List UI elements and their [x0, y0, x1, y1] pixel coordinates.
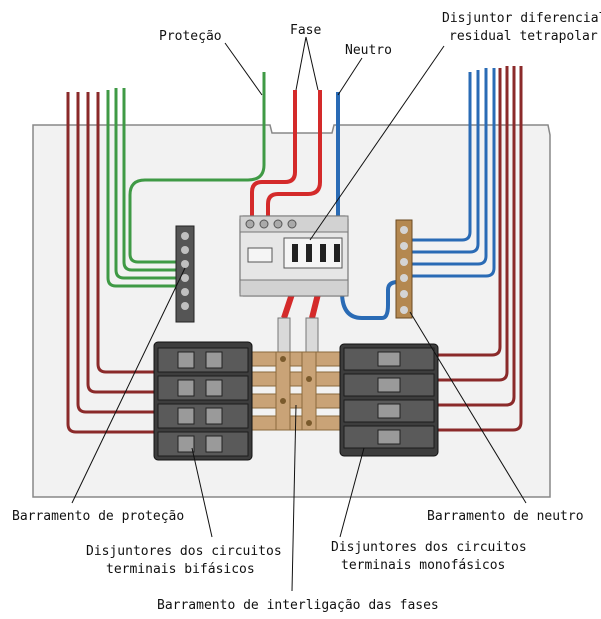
phase-interconnection-busbar [239, 317, 359, 431]
dr-to-neutral-wire [340, 280, 406, 320]
protection-busbar [175, 225, 195, 323]
neutral-busbar [395, 219, 413, 319]
label-protecao: Proteção [159, 29, 222, 44]
label-barramento-neutro: Barramento de neutro [427, 509, 584, 524]
leader-lines [71, 36, 527, 592]
label-barramento-protecao: Barramento de proteção [12, 509, 184, 524]
left-circuit-wires [66, 92, 156, 434]
label-disjuntores-bifasicos-1: Disjuntores dos circuitos [86, 544, 282, 559]
label-fase: Fase [290, 23, 321, 38]
right-neutral-wires [410, 68, 496, 278]
left-protection-wires [106, 72, 266, 288]
label-neutro: Neutro [345, 43, 392, 58]
bipolar-breakers [153, 341, 253, 461]
incoming-phase-wires [250, 90, 322, 222]
right-circuit-wires [436, 66, 523, 432]
rcd-breaker [239, 215, 349, 297]
label-disjuntor-diferencial-1: Disjuntor diferencial [442, 11, 601, 26]
label-barramento-interligacao: Barramento de interligação das fases [157, 598, 439, 613]
single-pole-breakers [339, 343, 439, 457]
label-disjuntores-monofasicos-1: Disjuntores dos circuitos [331, 540, 527, 555]
label-disjuntores-bifasicos-2: terminais bifásicos [106, 562, 255, 577]
label-disjuntor-diferencial-2: residual tetrapolar [449, 29, 598, 44]
dr-output-phase-wires [281, 293, 321, 319]
label-disjuntores-monofasicos-2: terminais monofásicos [341, 558, 505, 573]
